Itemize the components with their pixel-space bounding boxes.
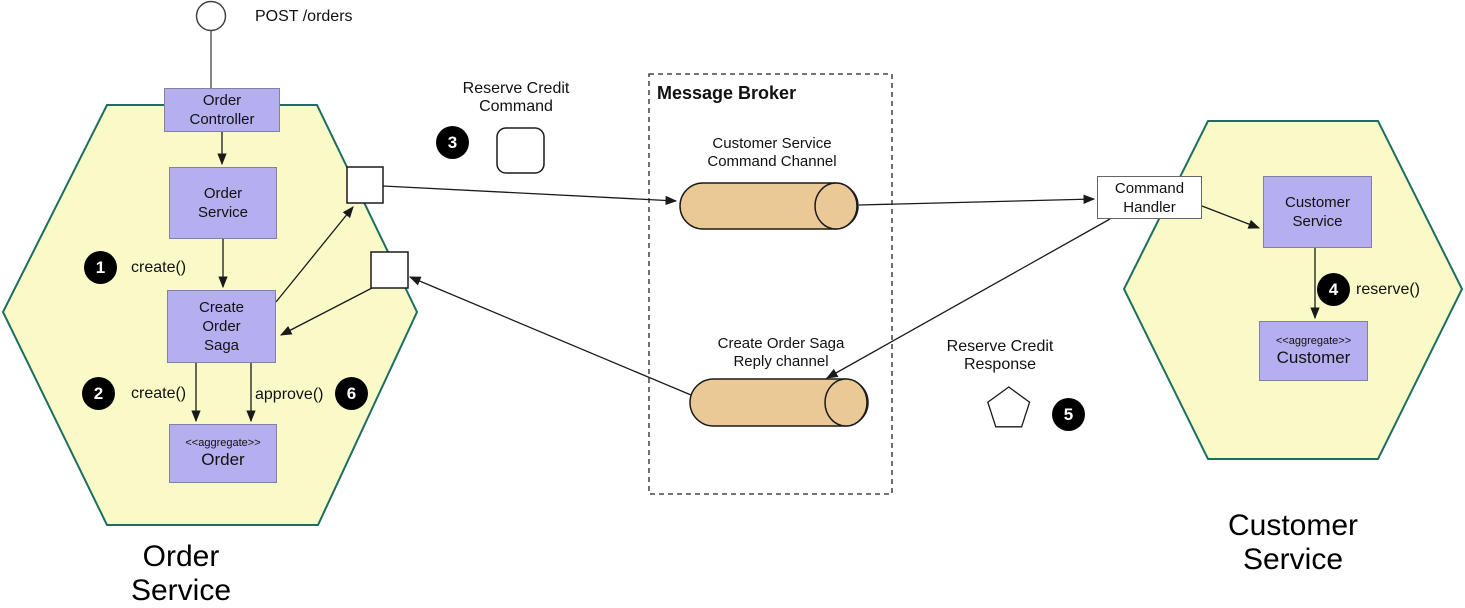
create-order-saga-label: Order xyxy=(202,318,241,335)
actor-circle-icon xyxy=(195,0,227,32)
saga-reply-port-icon xyxy=(370,251,409,289)
step-6-label: approve() xyxy=(255,386,324,403)
customer-service-title-line: Customer xyxy=(1227,509,1359,542)
customer-service-hexagon-title: Customer Service xyxy=(1208,509,1378,577)
customer-aggregate-name: Customer xyxy=(1276,347,1351,367)
post-orders-label: POST /orders xyxy=(255,8,353,25)
reserve-credit-command-line: Reserve Credit xyxy=(462,80,570,97)
command-handler-label: Command xyxy=(1114,179,1185,197)
order-service-hexagon-title: Order Service xyxy=(96,540,266,608)
step-5-badge: 5 xyxy=(1052,398,1085,431)
step-2-label: create() xyxy=(131,385,187,402)
step-2-badge: 2 xyxy=(82,377,115,410)
step-4-badge: 4 xyxy=(1317,273,1350,306)
arrow-handler-to-customer-service xyxy=(1201,205,1261,229)
saga-command-port-icon xyxy=(346,166,384,204)
order-controller-label: Order xyxy=(202,92,242,109)
order-aggregate-name: Order xyxy=(201,450,245,469)
arrow-reply-port-to-saga xyxy=(279,287,373,336)
order-service-label: Order xyxy=(203,185,243,202)
order-service-label: Service xyxy=(197,204,249,221)
command-channel-label-line: Customer Service xyxy=(712,135,832,152)
arrow-saga-to-command-port xyxy=(275,206,354,303)
reserve-credit-command-label: Reserve Credit Command xyxy=(436,80,596,116)
step-1-badge: 1 xyxy=(84,251,117,284)
step-4-label: reserve() xyxy=(1356,281,1421,298)
reserve-credit-response-line: Reserve Credit xyxy=(946,338,1054,355)
reply-channel-label: Create Order Saga Reply channel xyxy=(681,335,881,371)
create-order-saga-node: Create Order Saga xyxy=(167,290,276,363)
command-channel-label: Customer Service Command Channel xyxy=(672,135,872,171)
arrow-reply-channel-to-port xyxy=(408,276,692,396)
step-1-label: create() xyxy=(131,259,187,276)
reserve-credit-command-line: Command xyxy=(479,98,553,115)
reply-channel-label-line: Reply channel xyxy=(733,353,829,370)
order-controller-node: Order Controller xyxy=(164,88,280,132)
reply-channel-label-line: Create Order Saga xyxy=(717,335,845,352)
customer-service-title-line: Service xyxy=(1242,543,1344,576)
command-channel-cylinder xyxy=(679,182,859,230)
order-service-title-line: Order xyxy=(142,540,220,573)
order-service-node: Order Service xyxy=(169,167,277,239)
customer-aggregate-stereotype: <<aggregate>> xyxy=(1275,334,1352,347)
arrow-port-to-command-channel xyxy=(382,185,678,206)
customer-service-label: Customer xyxy=(1284,194,1351,211)
reserve-credit-response-line: Response xyxy=(963,356,1037,373)
customer-service-node: Customer Service xyxy=(1263,176,1372,248)
order-service-title-line: Service xyxy=(130,574,232,607)
command-message-icon xyxy=(496,127,545,174)
reserve-credit-response-label: Reserve Credit Response xyxy=(920,338,1080,374)
response-message-icon xyxy=(987,386,1031,428)
customer-service-label: Service xyxy=(1292,213,1343,230)
create-order-saga-label: Create xyxy=(198,299,245,316)
command-handler-label: Handler xyxy=(1123,198,1176,216)
order-controller-label: Controller xyxy=(189,111,255,128)
arrow-command-channel-to-handler xyxy=(858,194,1096,206)
command-handler-node: Command Handler xyxy=(1097,176,1202,219)
order-aggregate-node: <<aggregate>> Order xyxy=(169,424,277,483)
step-6-badge: 6 xyxy=(335,377,368,410)
message-broker-title: Message Broker xyxy=(657,83,797,103)
step-3-badge: 3 xyxy=(436,126,469,159)
order-aggregate-stereotype: <<aggregate>> xyxy=(185,437,261,449)
reply-channel-cylinder xyxy=(689,378,869,427)
customer-aggregate-node: <<aggregate>> Customer xyxy=(1259,321,1368,381)
command-channel-label-line: Command Channel xyxy=(707,153,837,170)
create-order-saga-label: Saga xyxy=(203,337,240,354)
